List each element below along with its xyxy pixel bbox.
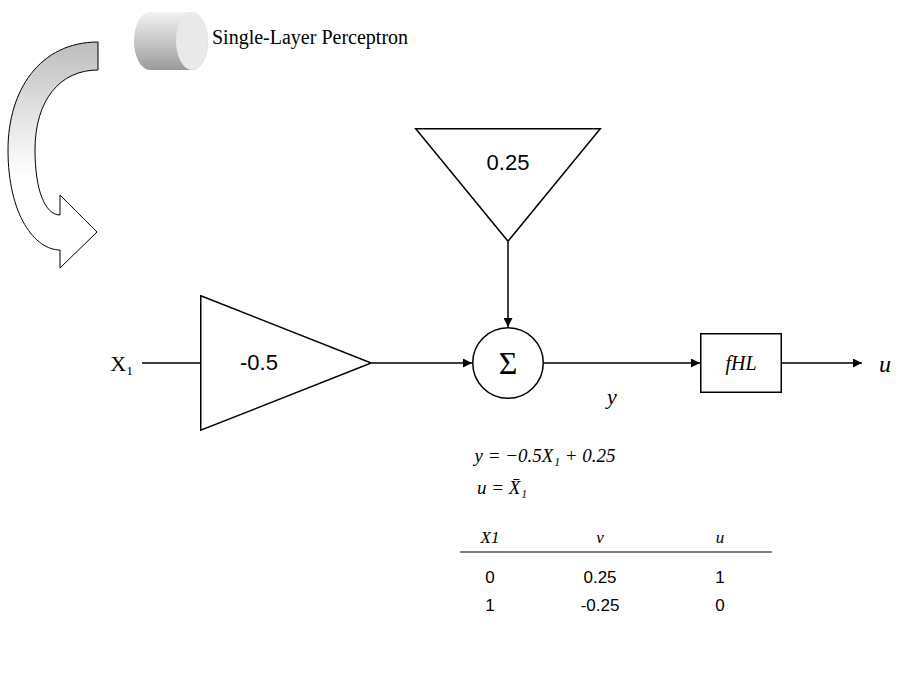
gain-triangle: -0.5 <box>200 295 372 431</box>
activation-box: fHL <box>700 333 782 393</box>
table-header: X1 <box>481 528 500 548</box>
signal-arrow <box>507 242 509 327</box>
gain-triangle-outline <box>200 295 372 431</box>
equation: u = X̄₁ <box>477 477 527 499</box>
bias-triangle: 0.25 <box>415 128 601 242</box>
equation: y = −0.5X₁ + 0.25 <box>474 445 615 467</box>
table-header: v <box>596 528 604 548</box>
node-text: Σ <box>499 345 518 382</box>
bias-triangle-outline <box>415 128 601 242</box>
signal-name: X₁ <box>110 351 134 377</box>
summing-junction: Σ <box>472 327 544 399</box>
node-text: fHL <box>725 352 756 375</box>
diagram-title: Single-Layer Perceptron <box>212 26 408 49</box>
signal-name: u <box>879 351 891 378</box>
table-cell: -0.25 <box>581 596 620 616</box>
cylinder-icon <box>134 12 208 70</box>
node-text: -0.5 <box>240 350 278 376</box>
node-text: 0.25 <box>487 150 530 176</box>
input-wire <box>142 362 200 364</box>
curved-arrow <box>8 42 98 268</box>
signal-name: y <box>607 384 617 410</box>
table-header: u <box>716 528 725 548</box>
table-cell: 0 <box>485 568 494 588</box>
table-cell: 0.25 <box>583 568 616 588</box>
signal-arrow <box>544 362 700 364</box>
table-cell: 1 <box>715 568 724 588</box>
table-cell: 0 <box>715 596 724 616</box>
table-rule <box>460 551 772 552</box>
signal-arrow <box>372 362 472 364</box>
table-cell: 1 <box>485 596 494 616</box>
output-wire <box>782 362 862 364</box>
